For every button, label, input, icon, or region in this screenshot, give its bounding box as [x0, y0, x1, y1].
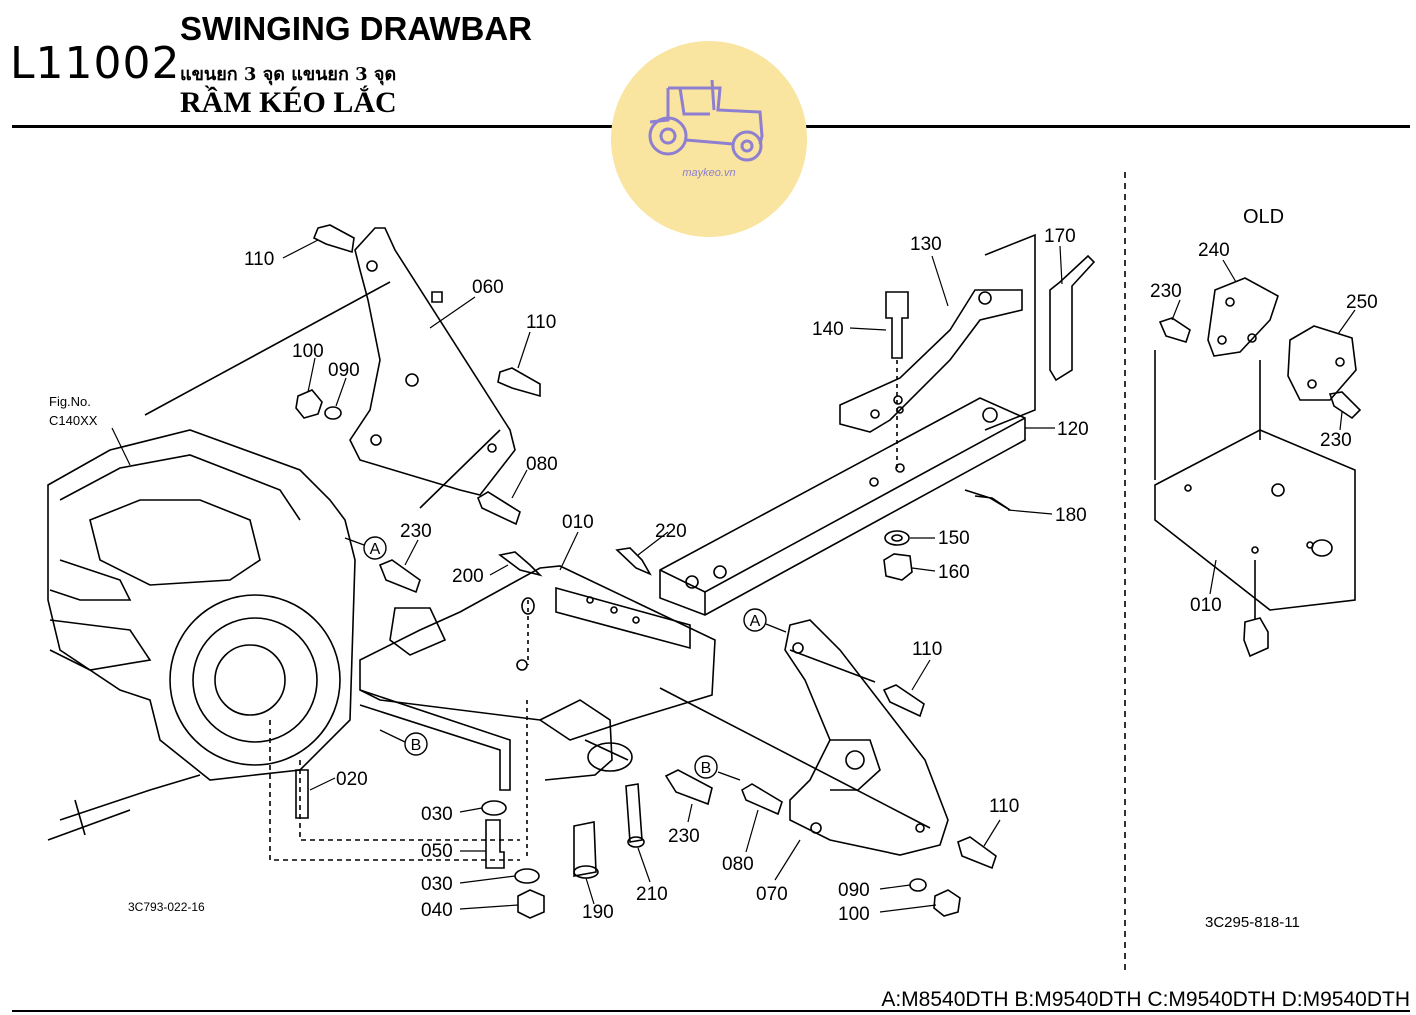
marker-a-1: A — [370, 541, 381, 558]
part-label-010: 010 — [1190, 595, 1222, 616]
part-label-070: 070 — [756, 884, 788, 905]
diagram-ref-main: 3C793-022-16 — [128, 900, 205, 914]
model-list: A:M8540DTH B:M9540DTH C:M9540DTH D:M9540… — [881, 988, 1410, 1011]
title-english: SWINGING DRAWBAR — [180, 10, 532, 47]
part-label-160: 160 — [938, 562, 970, 583]
title-vietnamese: RẦM KÉO LẮC — [180, 86, 397, 119]
part-label-100: 100 — [292, 341, 324, 362]
part-label-030: 030 — [421, 804, 453, 825]
part-label-110: 110 — [244, 249, 274, 270]
logo-text: maykeo.vn — [682, 167, 735, 179]
part-label-110: 110 — [989, 796, 1019, 817]
part-label-230: 230 — [668, 826, 700, 847]
part-label-080: 080 — [722, 854, 754, 875]
part-label-050: 050 — [421, 841, 453, 862]
part-label-150: 150 — [938, 528, 970, 549]
part-label-190: 190 — [582, 902, 614, 923]
part-label-090: 090 — [838, 880, 870, 901]
part-label-020: 020 — [336, 769, 368, 790]
part-label-040: 040 — [421, 900, 453, 921]
part-label-240: 240 — [1198, 240, 1230, 261]
part-label-080: 080 — [526, 454, 558, 475]
part-label-230: 230 — [400, 521, 432, 542]
footer-rule — [12, 1010, 1410, 1012]
fig-no-value: C140XX — [49, 413, 98, 428]
marker-a-2: A — [750, 613, 761, 630]
part-label-210: 210 — [636, 884, 668, 905]
marker-b-1: B — [411, 737, 422, 754]
part-label-090: 090 — [328, 360, 360, 381]
part-label-250: 250 — [1346, 292, 1378, 313]
marker-b-2: B — [701, 760, 712, 777]
part-label-170: 170 — [1044, 226, 1076, 247]
old-section-label: OLD — [1243, 206, 1284, 228]
part-label-100: 100 — [838, 904, 870, 925]
part-label-180: 180 — [1055, 505, 1087, 526]
part-label-230: 230 — [1320, 430, 1352, 451]
part-label-110: 110 — [912, 639, 942, 660]
part-label-120: 120 — [1057, 419, 1089, 440]
part-label-010: 010 — [562, 512, 594, 533]
title-thai: แขนยก 3 จุด แขนยก 3 จุด — [180, 64, 397, 85]
part-label-030: 030 — [421, 874, 453, 895]
part-label-220: 220 — [655, 521, 687, 542]
part-label-060: 060 — [472, 277, 504, 298]
part-label-230: 230 — [1150, 281, 1182, 302]
tractor-logo-watermark: maykeo.vn — [611, 41, 807, 237]
part-label-110: 110 — [526, 312, 556, 333]
page-code: L11002 — [10, 38, 181, 89]
part-label-140: 140 — [812, 319, 844, 340]
fig-no-label: Fig.No. — [49, 394, 91, 409]
diagram-ref-old: 3C295-818-11 — [1205, 914, 1300, 931]
part-label-200: 200 — [452, 566, 484, 587]
part-label-130: 130 — [910, 234, 942, 255]
